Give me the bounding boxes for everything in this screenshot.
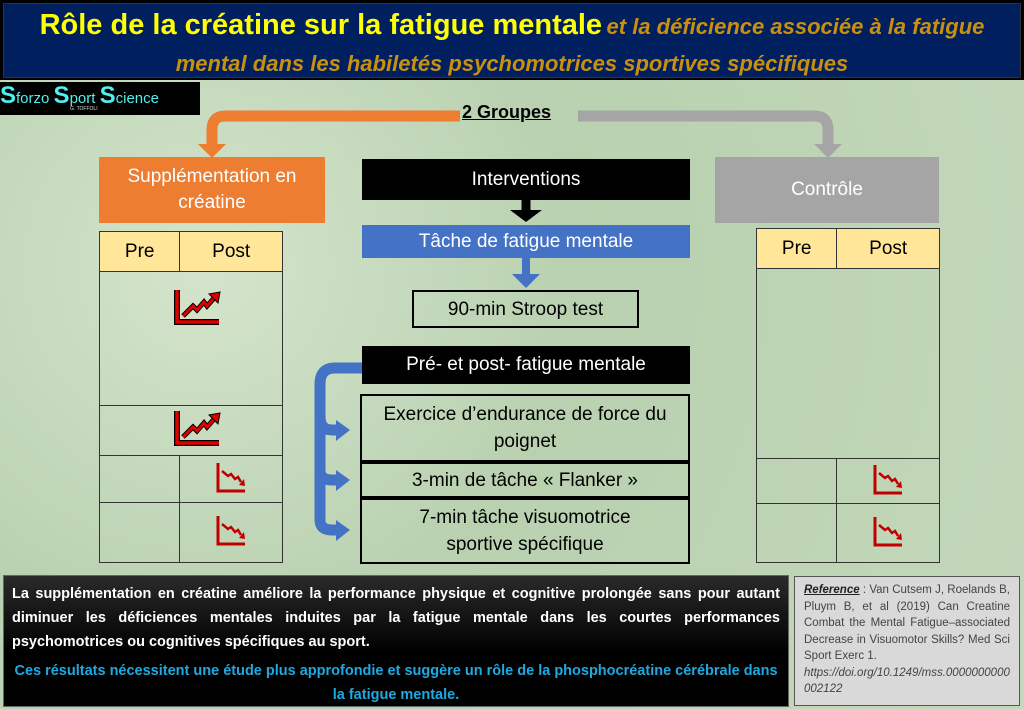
groups-label: 2 Groupes xyxy=(462,102,552,122)
test-flanker: 3-min de tâche « Flanker » xyxy=(360,462,690,498)
interventions-box: Interventions xyxy=(362,159,690,200)
cell-pre xyxy=(98,455,181,503)
cell-wrist-endurance xyxy=(99,271,283,406)
header-post: Post xyxy=(179,231,283,272)
trend-down-icon xyxy=(216,461,247,492)
header-pre: Pre xyxy=(98,231,181,272)
trend-down-icon xyxy=(873,463,904,494)
group-control-box: Contrôle xyxy=(715,157,939,223)
trend-up-icon xyxy=(173,288,223,326)
cell-empty xyxy=(756,268,940,459)
cell-post xyxy=(179,502,283,563)
arrow-to-control xyxy=(578,110,834,146)
conclusion-note: Ces résultats nécessitent une étude plus… xyxy=(14,663,778,703)
conclusion-main: La supplémentation en créatine améliore … xyxy=(12,586,780,650)
cell-post xyxy=(836,458,940,504)
title-sub: et la déficience associée à la fatigue m… xyxy=(175,14,985,76)
reference-text: : Van Cutsem J, Roelands B, Pluym B, et … xyxy=(804,584,1010,662)
blue-bracket-arrows xyxy=(314,362,362,536)
arrow-to-creatine xyxy=(206,110,460,146)
cell-pre xyxy=(755,458,838,504)
cell-pre xyxy=(755,503,838,563)
conclusion-box: La supplémentation en créatine améliore … xyxy=(3,575,789,707)
reference-label: Reference xyxy=(804,584,860,596)
test-visuomotor: 7-min tâche visuomotrice sportive spécif… xyxy=(360,498,690,564)
header-pre: Pre xyxy=(755,228,838,269)
pre-post-box: Pré- et post- fatigue mentale xyxy=(362,346,690,384)
trend-down-icon xyxy=(216,514,247,546)
cell-post xyxy=(179,455,283,503)
mental-fatigue-task-box: Tâche de fatigue mentale xyxy=(362,225,690,258)
group-creatine-box: Supplémentation en créatine xyxy=(99,157,325,223)
stroop-test-box: 90-min Stroop test xyxy=(412,290,639,328)
header-post: Post xyxy=(836,228,940,269)
cell-flanker xyxy=(99,405,283,456)
cell-pre xyxy=(98,502,181,563)
title-banner: Rôle de la créatine sur la fatigue menta… xyxy=(3,3,1021,78)
test-wrist-endurance: Exercice d’endurance de force du poignet xyxy=(360,394,690,462)
logo: Sforzo Sport Science G. TOFFOLI xyxy=(0,82,200,115)
cell-post xyxy=(836,503,940,563)
reference-box: Reference : Van Cutsem J, Roelands B, Pl… xyxy=(794,576,1020,706)
trend-down-icon xyxy=(873,515,904,546)
title-main: Rôle de la créatine sur la fatigue menta… xyxy=(39,9,603,41)
trend-up-icon xyxy=(173,409,223,447)
reference-doi[interactable]: https://doi.org/10.1249/mss.000000000000… xyxy=(804,666,1010,696)
